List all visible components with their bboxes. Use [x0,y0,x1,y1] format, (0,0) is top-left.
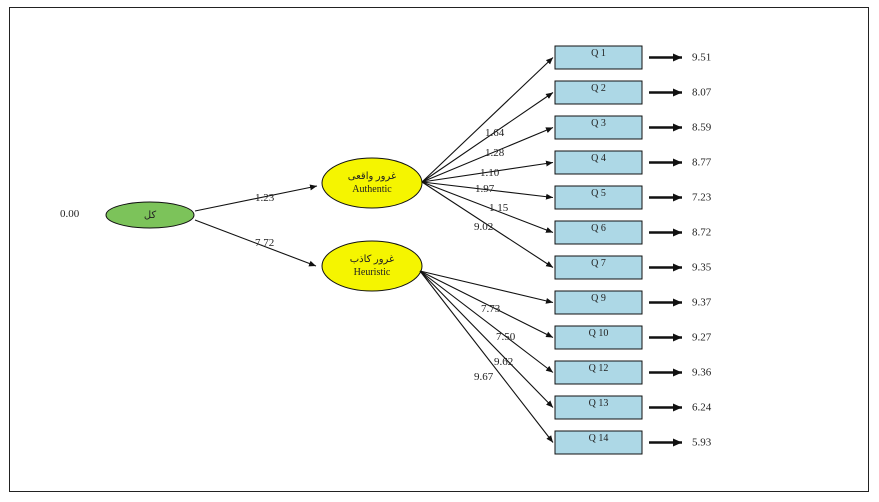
item-box-q13 [554,395,643,420]
loading-arrow-q13 [419,270,554,408]
path-label-heuristic: 7.72 [255,237,274,249]
item-box-q2 [554,80,643,105]
item-label-q7: Q 7 [591,258,606,269]
latent-node-heuristic [321,240,423,292]
loading-value-q7: 9.02 [474,221,493,233]
error-value-q7: 9.35 [692,262,712,274]
loading-value-q10: 7.73 [481,303,501,315]
item-box-q6 [554,220,643,245]
item-label-q1: Q 1 [591,48,606,59]
item-group: Q 1 9.51 Q 2 8.07 1.64 Q 3 8.59 1.28 Q 4 8.77 1.10… [419,45,712,455]
item-box-q12 [554,360,643,385]
loading-arrow-q2 [421,92,554,183]
loading-value-q6: 1.15 [489,202,509,214]
error-value-q2: 8.07 [692,87,712,99]
item-label-q13: Q 13 [589,398,609,409]
loading-arrow-q12 [419,270,554,373]
error-value-q9: 9.37 [692,297,712,309]
item-label-q2: Q 2 [591,83,606,94]
loading-arrow-q4 [421,160,554,183]
loading-arrow-q6 [421,181,554,234]
item-label-q14: Q 14 [589,433,609,444]
loading-arrow-q3 [421,126,554,183]
item-label-q9: Q 9 [591,293,606,304]
loading-value-q14: 9.67 [474,371,494,383]
error-value-q5: 7.23 [692,192,712,204]
error-value-q14: 5.93 [692,437,712,449]
loading-arrow-q9 [419,270,554,304]
root-node [105,201,195,229]
path-root-heuristic [194,219,317,267]
item-box-q3 [554,115,643,140]
loading-value-q2: 1.64 [485,127,505,139]
error-value-q10: 9.27 [692,332,712,344]
item-box-q4 [554,150,643,175]
item-box-q5 [554,185,643,210]
loading-arrow-q1 [421,57,554,183]
latent-label-fa-authentic: غرور واقعی [348,171,396,182]
loading-arrow-q14 [419,270,554,443]
latent-node-authentic [321,157,423,209]
error-value-q12: 9.36 [692,367,712,379]
path-diagram: 0.00 کل 1.23 7.72 غرور واقعی Authentic غ… [60,45,712,455]
latent-label-en-heuristic: Heuristic [354,267,391,278]
loading-value-q3: 1.28 [485,147,505,159]
path-root-authentic [194,184,318,212]
latent-label-fa-heuristic: غرور کاذب [350,254,395,265]
loading-value-q4: 1.10 [480,167,500,179]
loading-value-q12: 7.50 [496,331,516,343]
item-label-q5: Q 5 [591,188,606,199]
item-label-q12: Q 12 [589,363,609,374]
latent-label-en-authentic: Authentic [352,184,392,195]
error-value-q3: 8.59 [692,122,712,134]
item-box-q14 [554,430,643,455]
loading-arrow-q7 [421,181,554,268]
diagram-frame: 0.00 کل 1.23 7.72 غرور واقعی Authentic غ… [9,7,869,492]
item-box-q9 [554,290,643,315]
error-value-q1: 9.51 [692,52,711,64]
error-value-q6: 8.72 [692,227,711,239]
item-box-q7 [554,255,643,280]
loading-value-q5: 1.97 [475,183,495,195]
item-label-q10: Q 10 [589,328,609,339]
item-label-q6: Q 6 [591,223,606,234]
loading-arrow-q5 [421,181,554,200]
error-value-q4: 8.77 [692,157,712,169]
path-label-authentic: 1.23 [255,192,275,204]
item-box-q1 [554,45,643,70]
root-label: کل [144,210,157,221]
root-variance: 0.00 [60,208,80,220]
item-label-q4: Q 4 [591,153,606,164]
loading-value-q13: 9.62 [494,356,513,368]
loading-arrow-q10 [419,270,554,338]
item-label-q3: Q 3 [591,118,606,129]
error-value-q13: 6.24 [692,402,712,414]
item-box-q10 [554,325,643,350]
